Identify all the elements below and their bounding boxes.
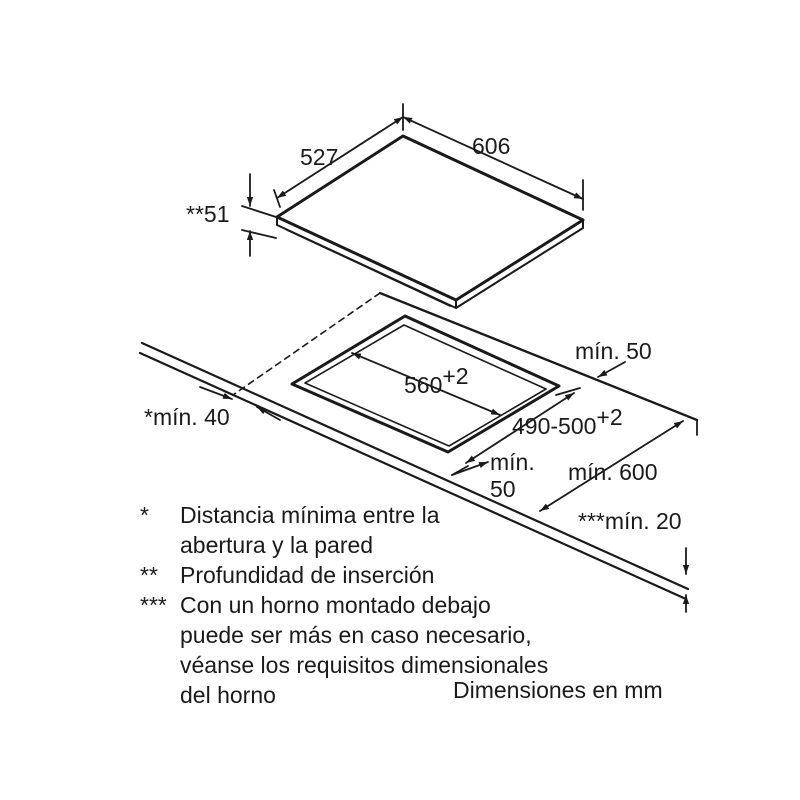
legend-item: ** Profundidad de inserción: [140, 560, 740, 590]
dimension-lines: [199, 103, 698, 613]
label-oven-gap: ***mín. 20: [578, 508, 682, 534]
label-worktop-depth: mín. 600: [568, 459, 658, 485]
label-cutout-width: 560+2: [404, 363, 469, 398]
label-cutout-depth: 490-500+2: [512, 404, 623, 439]
dimension-labels: 527 606 **51 560+2 490-500+2 mín. 50 mín…: [144, 133, 682, 534]
legend: * Distancia mínima entre la abertura y l…: [140, 500, 740, 710]
legend-text: Con un horno montado debajo: [180, 592, 491, 618]
legend-text: véanse los requisitos dimensionales: [180, 652, 549, 678]
label-insertion-depth: **51: [186, 201, 229, 227]
label-rear-clearance: mín. 50: [575, 338, 652, 364]
label-side-wall-min: *mín. 40: [144, 404, 230, 430]
legend-item: *** Con un horno montado debajo puede se…: [140, 590, 740, 710]
legend-text: Profundidad de inserción: [180, 562, 435, 588]
legend-mark: **: [140, 562, 158, 588]
legend-text: puede ser más en caso necesario,: [180, 622, 532, 648]
units-note: Dimensiones en mm: [453, 677, 663, 703]
legend-mark: ***: [140, 592, 167, 618]
wall-hidden-edge: [232, 292, 381, 396]
legend-mark: *: [140, 502, 149, 528]
label-front-min-line1: mín.: [490, 449, 535, 475]
legend-item: * Distancia mínima entre la abertura y l…: [140, 500, 740, 560]
label-front-min-line2: 50: [490, 476, 516, 502]
legend-text: Distancia mínima entre la: [180, 502, 440, 528]
legend-text: abertura y la pared: [180, 532, 374, 558]
legend-text: del horno: [180, 682, 276, 708]
label-hob-width: 606: [472, 133, 510, 159]
label-hob-depth: 527: [300, 144, 338, 170]
